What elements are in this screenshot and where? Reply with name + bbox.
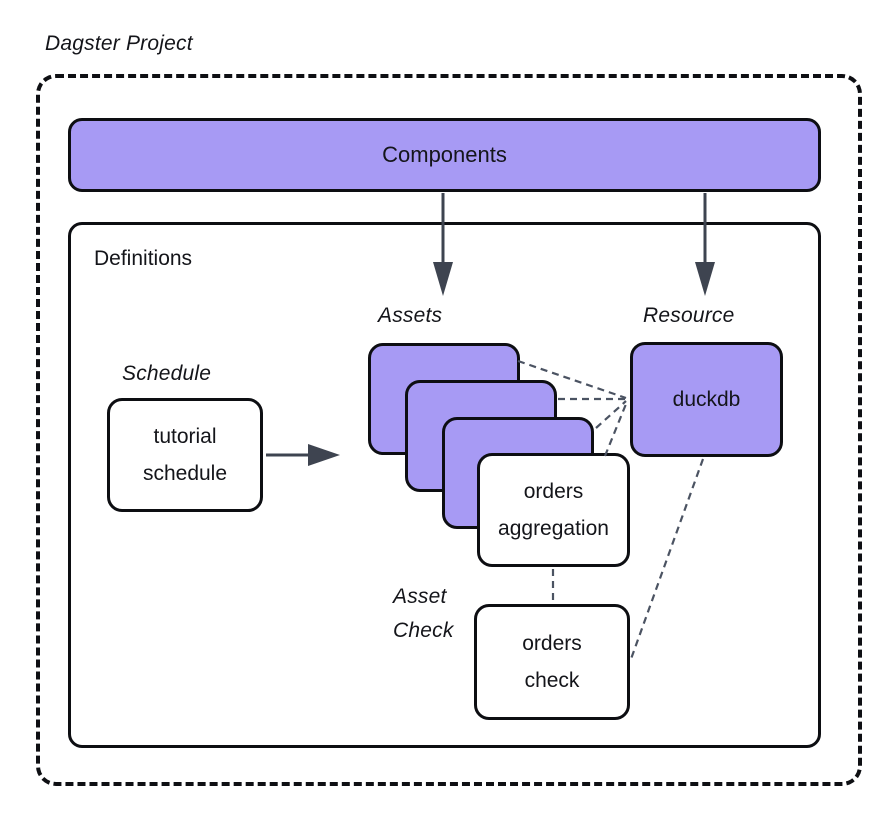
assets-caption: Assets: [378, 304, 443, 327]
schedule-caption: Schedule: [122, 362, 212, 385]
asset-check-caption-line1: Asset: [393, 585, 447, 608]
definitions-label: Definitions: [94, 247, 193, 270]
duckdb-label: duckdb: [672, 388, 741, 411]
diagram-title: Dagster Project: [45, 32, 193, 55]
tutorial-schedule-line2: schedule: [142, 462, 228, 485]
asset-check-caption-line2: Check: [393, 619, 454, 642]
resource-caption: Resource: [643, 304, 735, 327]
components-bar: Components: [68, 118, 821, 192]
duckdb-resource-node: duckdb: [630, 342, 783, 457]
orders-aggregation-line1: orders: [523, 480, 584, 503]
orders-check-line1: orders: [522, 632, 582, 655]
project-boundary: [36, 74, 862, 786]
orders-aggregation-line2: aggregation: [498, 517, 609, 540]
orders-check-node: orders check: [474, 604, 630, 720]
orders-check-line2: check: [524, 669, 580, 692]
asset-check-caption: Asset Check: [393, 580, 454, 648]
tutorial-schedule-node: tutorial schedule: [107, 398, 263, 512]
components-label: Components: [382, 142, 507, 167]
tutorial-schedule-line1: tutorial: [153, 425, 217, 448]
orders-aggregation-node: orders aggregation: [477, 453, 630, 567]
